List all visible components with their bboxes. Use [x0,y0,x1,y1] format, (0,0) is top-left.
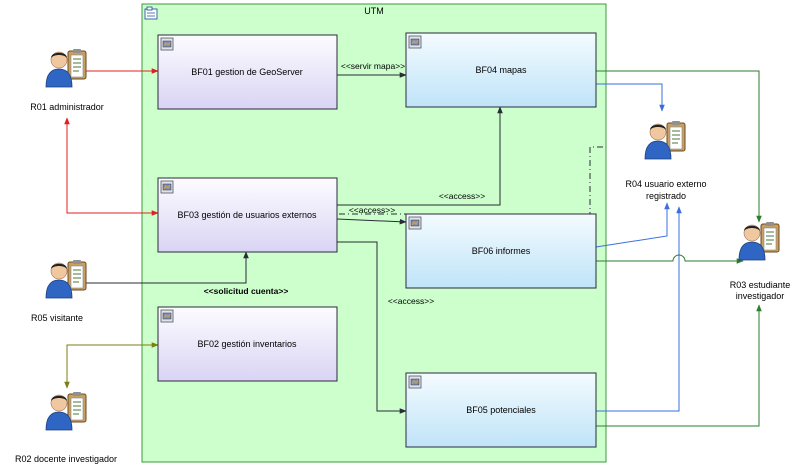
box-bf06[interactable]: BF06 informes [405,213,597,289]
connectors [64,68,762,427]
label-access-bf05: <<access>> [388,296,434,306]
actor-r04-label-line2: registrado [646,191,686,201]
link-r02-bf02[interactable] [64,342,159,389]
link-bf03-bf05[interactable] [337,241,407,414]
component-icon [408,35,422,49]
component-icon [408,216,422,230]
link-bf05-r03[interactable] [596,304,762,427]
box-bf04-rect[interactable] [405,32,597,108]
actor-person-clipboard-icon [45,48,87,88]
actor-r05-label: R05 visitante [31,313,83,323]
box-bf01[interactable]: BF01 gestion de GeoServer [157,34,338,110]
actor-person-clipboard-icon [45,259,87,299]
box-bf01-rect[interactable] [157,34,338,110]
actor-person-clipboard-icon [738,221,780,261]
actor-r04-label-line1: R04 usuario externo [625,179,706,189]
package-icon [144,6,158,20]
actor-r01-label: R01 administrador [30,102,104,112]
box-bf05-label: BF05 potenciales [466,405,536,415]
box-bf02-label: BF02 gestión inventarios [197,339,297,349]
box-bf03-label: BF03 gestión de usuarios externos [177,210,317,220]
label-solicitud-cuenta: <<solicitud cuenta>> [204,286,289,296]
actor-r02-label: R02 docente investigador [15,454,117,464]
link-r01-bf03[interactable] [64,117,159,216]
component-icon [408,375,422,389]
system-title: UTM [364,6,384,16]
link-bf05-r04[interactable] [596,206,682,412]
box-bf01-label: BF01 gestion de GeoServer [191,67,303,77]
box-bf06-rect[interactable] [405,213,597,289]
actor-r01[interactable]: R01 administrador [30,48,104,112]
link-bf04-r03[interactable] [596,70,762,223]
connector-labels: <<servir mapa>> <<access>> <<access>> <<… [204,61,485,306]
component-icon [160,180,174,194]
box-bf06-label: BF06 informes [472,246,531,256]
actor-r03-label-line2: investigador [736,291,785,301]
box-bf05-rect[interactable] [405,372,597,448]
box-bf02-rect[interactable] [157,306,338,382]
component-icon [160,309,174,323]
component-icon [160,37,174,51]
label-access-bf06: <<access>> [349,205,395,215]
box-bf04[interactable]: BF04 mapas [405,32,597,108]
link-bf03-bf04[interactable] [337,106,503,206]
box-bf03-rect[interactable] [157,177,338,253]
box-bf02[interactable]: BF02 gestión inventarios [157,306,338,382]
label-access-bf04: <<access>> [439,191,485,201]
actor-person-clipboard-icon [45,391,87,431]
link-bf06-r03[interactable] [596,254,744,264]
actor-person-clipboard-icon [644,120,686,160]
box-bf04-label: BF04 mapas [475,65,527,75]
actor-r03[interactable]: R03 estudiante investigador [730,221,791,301]
actor-r04[interactable]: R04 usuario externo registrado [625,120,707,201]
actor-r05[interactable]: R05 visitante [31,259,87,323]
box-bf05[interactable]: BF05 potenciales [405,372,597,448]
box-bf03[interactable]: BF03 gestión de usuarios externos [157,177,338,253]
link-bf04-r04[interactable] [596,83,665,112]
actor-r02[interactable]: R02 docente investigador [15,391,117,464]
label-servir-mapa: <<servir mapa>> [341,61,405,71]
link-r05-bf03[interactable] [80,251,249,284]
actor-r03-label-line1: R03 estudiante [730,280,791,290]
link-bf06-r04[interactable] [595,202,670,248]
link-bf03-bf06[interactable] [336,218,407,225]
